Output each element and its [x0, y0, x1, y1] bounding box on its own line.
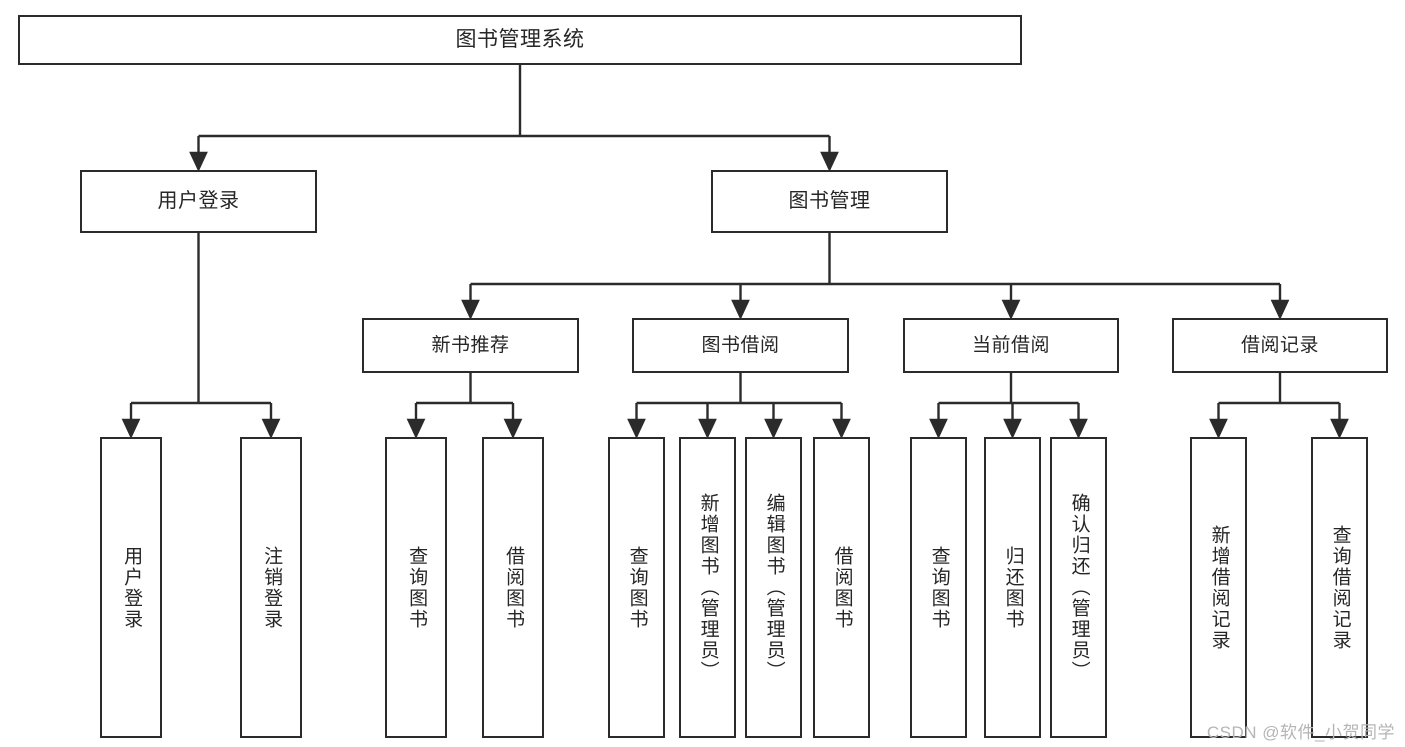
node-label: 新书推荐	[431, 334, 510, 356]
node-l_edit[interactable]: 编辑图书（管理员）	[745, 437, 802, 738]
node-label: 借阅记录	[1240, 334, 1319, 356]
node-l_add[interactable]: 新增图书（管理员）	[679, 437, 736, 738]
node-label: 图书管理	[788, 190, 871, 213]
node-label: 新增图书（管理员）	[697, 493, 719, 682]
node-login[interactable]: 用户登录	[80, 170, 317, 233]
node-l_login[interactable]: 用户登录	[100, 437, 162, 738]
node-l_b2[interactable]: 借阅图书	[813, 437, 870, 738]
node-current[interactable]: 当前借阅	[903, 318, 1119, 373]
node-label: 图书管理系统	[455, 28, 585, 52]
node-label: 新增借阅记录	[1208, 524, 1230, 651]
node-label: 借阅图书	[503, 545, 525, 630]
node-l_addrec[interactable]: 新增借阅记录	[1190, 437, 1247, 738]
node-label: 查询图书	[406, 545, 428, 630]
node-records[interactable]: 借阅记录	[1172, 318, 1388, 373]
node-label: 借阅图书	[831, 545, 853, 630]
node-newbook[interactable]: 新书推荐	[362, 318, 579, 373]
node-l_b1[interactable]: 借阅图书	[482, 437, 544, 738]
node-bookmgmt[interactable]: 图书管理	[711, 170, 948, 233]
node-label: 注销登录	[261, 545, 283, 630]
node-l_conf[interactable]: 确认归还（管理员）	[1050, 437, 1107, 738]
node-l_ret[interactable]: 归还图书	[984, 437, 1041, 738]
node-l_q2[interactable]: 查询图书	[608, 437, 665, 738]
node-label: 用户登录	[157, 190, 240, 213]
node-label: 当前借阅	[971, 334, 1050, 356]
watermark-text: CSDN @软件_小贺同学	[1206, 723, 1395, 742]
node-l_q3[interactable]: 查询图书	[910, 437, 967, 738]
node-label: 查询图书	[626, 545, 648, 630]
node-borrow[interactable]: 图书借阅	[632, 318, 849, 373]
node-l_logout[interactable]: 注销登录	[240, 437, 302, 738]
node-label: 归还图书	[1002, 545, 1024, 630]
node-label: 确认归还（管理员）	[1068, 493, 1090, 682]
node-label: 图书借阅	[701, 334, 780, 356]
node-label: 编辑图书（管理员）	[763, 493, 785, 682]
node-root[interactable]: 图书管理系统	[18, 15, 1022, 65]
node-label: 查询图书	[928, 545, 950, 630]
node-l_qrec[interactable]: 查询借阅记录	[1311, 437, 1368, 738]
node-label: 用户登录	[121, 545, 143, 630]
node-l_q1[interactable]: 查询图书	[385, 437, 447, 738]
node-label: 查询借阅记录	[1329, 524, 1351, 651]
